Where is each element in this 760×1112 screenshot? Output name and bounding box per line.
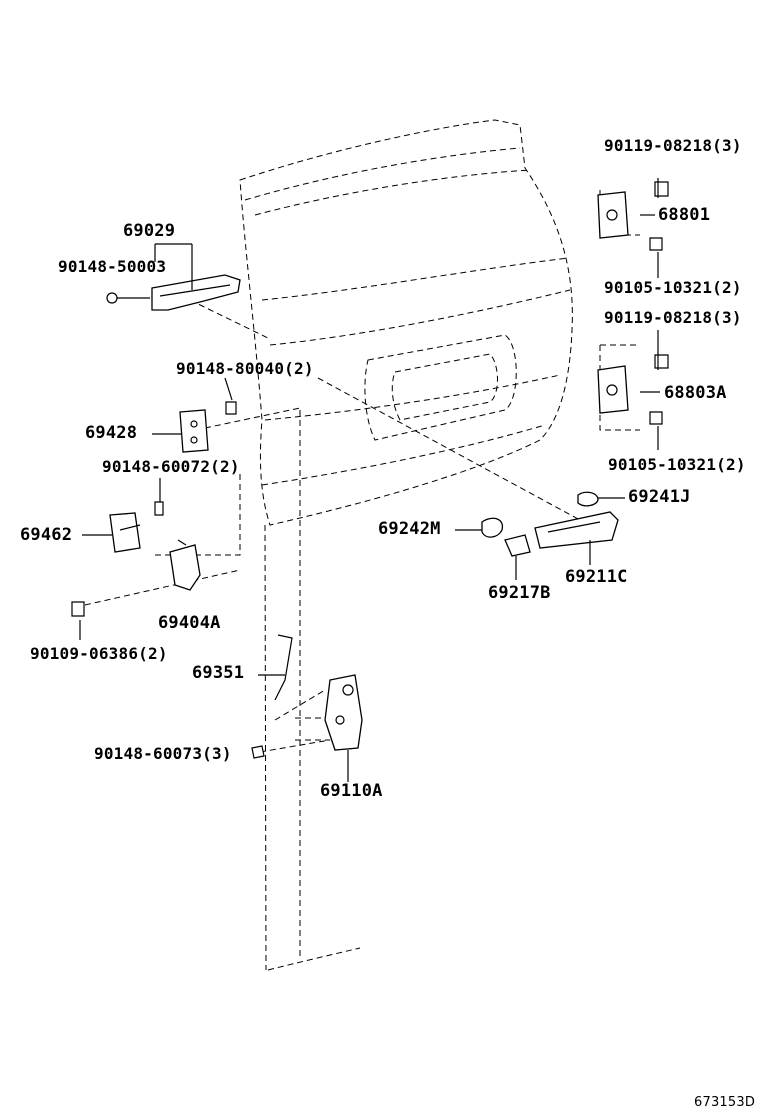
label-90109-06386: 90109-06386(2): [30, 644, 168, 663]
label-90148-50003: 90148-50003: [58, 257, 167, 276]
part-69110A-shape: [251, 674, 363, 782]
part-69428-shape: [179, 401, 237, 453]
part-69242M-shape: [455, 517, 504, 538]
label-69404A: 69404A: [158, 613, 221, 633]
figure-id: 673153D: [694, 1095, 756, 1110]
part-69351-shape: [274, 634, 293, 701]
part-69029-shape: [106, 274, 241, 311]
label-90148-60072: 90148-60072(2): [102, 457, 240, 476]
leader-lines: [79, 178, 660, 676]
label-90105-10321-lower: 90105-10321(2): [608, 455, 746, 474]
label-68801: 68801: [658, 205, 711, 225]
label-69211C: 69211C: [565, 567, 628, 587]
label-68803A: 68803A: [664, 383, 727, 403]
label-90105-10321-upper: 90105-10321(2): [604, 278, 742, 297]
label-69351: 69351: [192, 663, 245, 683]
back-door-outline: [84, 119, 640, 971]
label-69428: 69428: [85, 423, 138, 443]
part-69241J-shape: [577, 491, 625, 507]
part-69211C-shape: [534, 511, 619, 565]
label-90119-08218-lower: 90119-08218(3): [604, 308, 742, 327]
label-90148-80040: 90148-80040(2): [176, 359, 314, 378]
part-69462-shape: [109, 501, 164, 553]
part-69404A-shape: [71, 539, 201, 617]
part-68803A-shape: [597, 354, 669, 425]
label-90119-08218-upper: 90119-08218(3): [604, 136, 742, 155]
label-69110A: 69110A: [320, 781, 383, 801]
label-90148-60073: 90148-60073(3): [94, 744, 232, 763]
part-69217B-shape: [504, 534, 531, 580]
label-69217B: 69217B: [488, 583, 551, 603]
label-69241J: 69241J: [628, 487, 691, 507]
label-69462: 69462: [20, 525, 73, 545]
label-69029: 69029: [123, 221, 176, 241]
label-69242M: 69242M: [378, 519, 441, 539]
